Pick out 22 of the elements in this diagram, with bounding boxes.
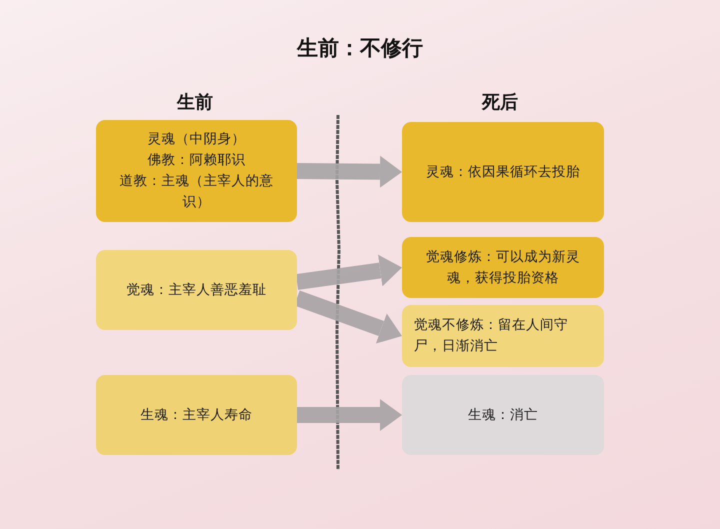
info-card bbox=[96, 250, 297, 330]
block-arrow bbox=[296, 254, 402, 290]
info-card bbox=[402, 375, 604, 455]
card-text: 觉魂修炼：可以成为新灵魂，获得投胎资格 bbox=[425, 248, 581, 288]
info-card bbox=[402, 122, 604, 222]
diagram-title: 生前：不修行 bbox=[297, 35, 423, 62]
card-text: 生魂：消亡 bbox=[468, 406, 538, 424]
card-text: 觉魂不修炼：留在人间守尸，日渐消亡 bbox=[414, 316, 569, 356]
card-text: 生魂：主宰人寿命 bbox=[140, 406, 252, 424]
block-arrow bbox=[297, 399, 402, 431]
info-card bbox=[96, 375, 297, 455]
block-arrow bbox=[296, 156, 402, 188]
info-card bbox=[402, 237, 604, 298]
card-text: 佛教：阿赖耶识 bbox=[148, 151, 246, 170]
card-text: 灵魂（中阴身） bbox=[148, 130, 246, 149]
column-heading: 死后 bbox=[482, 91, 518, 114]
card-text: 觉魂：主宰人善恶羞耻 bbox=[126, 280, 266, 300]
info-card bbox=[96, 120, 297, 222]
info-card bbox=[402, 305, 604, 367]
card-text: 灵魂：依因果循环去投胎 bbox=[426, 162, 580, 182]
column-heading: 生前 bbox=[177, 91, 213, 114]
card-text: 道教：主魂（主宰人的意识） bbox=[118, 172, 274, 212]
